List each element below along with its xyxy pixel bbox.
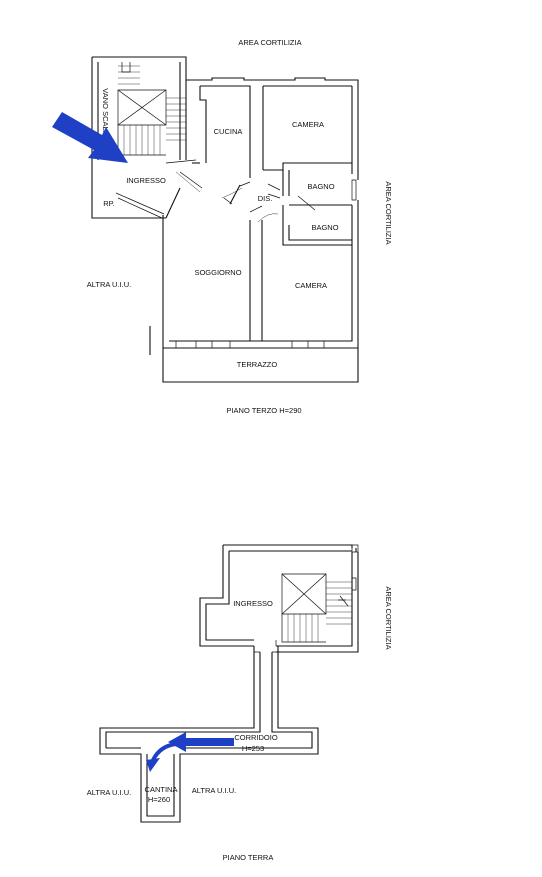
third-floor-doors [115, 159, 325, 348]
third-floor-labels: AREA CORTILIZIA AREA CORTILIZIA VANO SCA… [87, 38, 393, 415]
ground-floor-title: PIANO TERRA [223, 853, 274, 862]
label-cellar: CANTINA [145, 785, 178, 794]
third-floor-partitions [165, 85, 352, 341]
label-stair: VANO SCALA [101, 88, 110, 135]
label-ground-entrance: INGRESSO [233, 599, 273, 608]
ground-floor-labels: INGRESSO AREA CORTILIZIA CORRIDOIO H=253… [87, 586, 393, 862]
cellar-arrow-icon [146, 732, 234, 772]
label-cellar-height: H=260 [148, 795, 170, 804]
label-right-area: AREA CORTILIZIA [384, 181, 393, 244]
third-floor-outer-walls [91, 56, 359, 383]
third-floor-plan: AREA CORTILIZIA AREA CORTILIZIA VANO SCA… [52, 38, 393, 415]
label-corridor: CORRIDOIO [234, 733, 278, 742]
label-bedroom-bottom: CAMERA [295, 281, 327, 290]
label-corridor-height: H=253 [242, 744, 264, 753]
label-bedroom-top: CAMERA [292, 120, 324, 129]
label-ground-right-area: AREA CORTILIZIA [384, 586, 393, 649]
label-landing: RP. [103, 199, 115, 208]
label-neighbor-right: ALTRA U.I.U. [192, 786, 236, 795]
label-neighbor: ALTRA U.I.U. [87, 280, 131, 289]
label-kitchen: CUCINA [214, 127, 243, 136]
ground-floor-plan: INGRESSO AREA CORTILIZIA CORRIDOIO H=253… [87, 544, 393, 862]
ground-floor-stair [275, 573, 352, 646]
third-floor-stair [117, 62, 186, 156]
label-entrance: INGRESSO [126, 176, 166, 185]
third-floor-title: PIANO TERZO H=290 [226, 406, 301, 415]
label-neighbor-left: ALTRA U.I.U. [87, 788, 131, 797]
label-top-area: AREA CORTILIZIA [238, 38, 301, 47]
ground-floor-walls [99, 544, 359, 823]
label-hall: DIS. [258, 194, 273, 203]
entrance-arrow-icon [52, 112, 128, 163]
label-living: SOGGIORNO [194, 268, 241, 277]
label-bath-2: BAGNO [311, 223, 338, 232]
label-bath-1: BAGNO [307, 182, 334, 191]
label-terrace: TERRAZZO [237, 360, 278, 369]
